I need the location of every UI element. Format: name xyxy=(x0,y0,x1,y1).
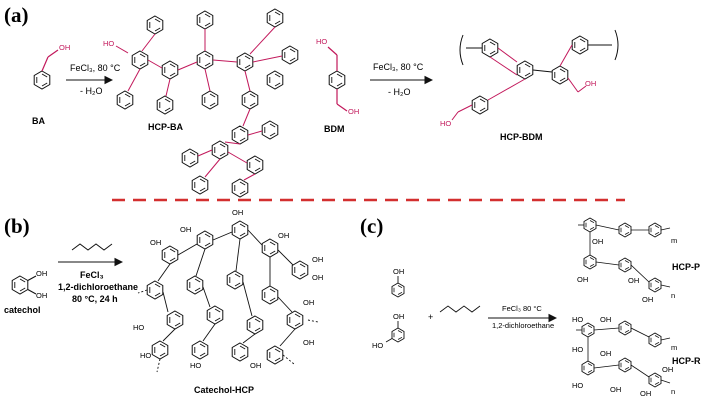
hcp-ba-oh-label: HO xyxy=(103,39,114,48)
hcp-r-oh-8: OH xyxy=(662,365,673,374)
catechol-hcp-oh-12: OH xyxy=(303,298,314,307)
panel-c: (c) OH OH HO + FeCl₃ 80 °C 1,2-dichloroe… xyxy=(360,214,701,398)
catechol-hcp-oh-5: OH xyxy=(312,255,323,264)
panel-a: (a) OH BA FeCl₃, 80 °C - H₂O xyxy=(4,3,619,198)
catechol-hcp-oh-8: HO xyxy=(140,351,151,360)
plus-sign: + xyxy=(428,312,433,322)
hcp-bdm-oh-right: OH xyxy=(585,79,596,88)
catechol-hcp-network: OH OH OH OH OH OH HO HO HO OH OH OH xyxy=(133,208,323,373)
arrow-c-conditions-2: 1,2-dichloroethane xyxy=(492,321,554,330)
catechol-hcp-oh-6: OH xyxy=(312,273,323,282)
catechol-hcp-oh-1: OH xyxy=(150,238,161,247)
catechol-hcp-oh-11: OH xyxy=(303,338,314,347)
catechol-hcp-oh-9: HO xyxy=(190,361,201,370)
hcp-r-structure: HO OH HO OH HO OH OH OH m n xyxy=(572,315,677,398)
panel-a-label: (a) xyxy=(4,3,29,27)
bdm-structure: HO OH xyxy=(316,37,359,116)
catechol-hcp-oh-10: OH xyxy=(250,361,261,370)
catechol-oh-2: OH xyxy=(36,291,47,300)
hcp-r-oh-7: OH xyxy=(640,389,651,398)
hcp-p-oh-2: OH xyxy=(577,275,588,284)
catechol-oh-1: OH xyxy=(36,269,47,278)
ba-structure: OH xyxy=(33,43,70,90)
hcp-bdm-label: HCP-BDM xyxy=(500,132,543,142)
phenol-structure: OH xyxy=(391,267,405,298)
catechol-hcp-label: Catechol-HCP xyxy=(194,385,254,395)
ba-oh-label: OH xyxy=(59,43,70,52)
catechol-hcp-oh-2: OH xyxy=(180,225,191,234)
resorcinol-structure: OH HO xyxy=(372,312,405,350)
hcp-r-label: HCP-R xyxy=(672,356,701,366)
catechol-structure: OH OH xyxy=(11,269,47,300)
arrow-a1-conditions: FeCl₃, 80 °C xyxy=(70,63,121,73)
hcp-p-repeat-m: m xyxy=(671,236,677,245)
arrow-b-conditions-2: 1,2-dichloroethane xyxy=(58,282,138,292)
arrow-a2-byproduct: - H₂O xyxy=(388,87,411,97)
hcp-p-oh-4: OH xyxy=(642,295,653,304)
resorcinol-oh-left: HO xyxy=(372,341,383,350)
hcp-r-repeat-n: n xyxy=(671,387,675,396)
arrow-c-conditions-1: FeCl₃ 80 °C xyxy=(502,304,542,313)
catechol-hcp-oh-4: OH xyxy=(278,231,289,240)
hcp-r-oh-2: OH xyxy=(600,315,611,324)
hcp-p-label: HCP-P xyxy=(672,262,700,272)
dimethoxymethane-b xyxy=(71,243,113,251)
arrow-b-conditions-3: 80 °C, 24 h xyxy=(72,294,118,304)
hcp-p-oh-3: OH xyxy=(628,276,639,285)
hcp-bdm-structure: OH HO xyxy=(440,29,619,128)
bdm-label: BDM xyxy=(324,124,345,134)
hcp-ba-network: HO xyxy=(103,8,299,198)
catechol-hcp-oh-7: HO xyxy=(133,323,144,332)
hcp-r-oh-6: OH xyxy=(610,385,621,394)
arrow-a1-byproduct: - H₂O xyxy=(80,86,103,96)
hcp-r-repeat-m: m xyxy=(671,343,677,352)
bdm-oh-top: HO xyxy=(316,37,327,46)
hcp-r-oh-4: OH xyxy=(600,349,611,358)
hcp-ba-label: HCP-BA xyxy=(148,122,183,132)
catechol-hcp-oh-3: OH xyxy=(232,208,243,217)
arrow-b-conditions-1: FeCl₃ xyxy=(80,270,104,280)
panel-c-label: (c) xyxy=(360,214,383,238)
bdm-oh-bottom: OH xyxy=(348,107,359,116)
hcp-p-repeat-n: n xyxy=(671,291,675,300)
arrow-a2-conditions: FeCl₃, 80 °C xyxy=(373,62,424,72)
ba-label: BA xyxy=(32,116,45,126)
resorcinol-oh-top: OH xyxy=(393,312,404,321)
hcp-r-oh-5: HO xyxy=(572,381,583,390)
dimethoxymethane-c xyxy=(439,305,481,313)
hcp-bdm-oh-left: HO xyxy=(440,119,451,128)
panel-b-label: (b) xyxy=(4,214,30,238)
panel-b: (b) OH OH catechol FeCl₃ 1,2-dichloroeth… xyxy=(4,208,323,395)
hcp-p-structure: OH OH OH OH m n xyxy=(577,217,677,304)
hcp-r-oh-3: HO xyxy=(572,345,583,354)
hcp-p-oh-1: OH xyxy=(592,237,603,246)
phenol-oh: OH xyxy=(393,267,404,276)
catechol-label: catechol xyxy=(4,305,41,315)
hcp-r-oh-1: HO xyxy=(572,315,583,324)
